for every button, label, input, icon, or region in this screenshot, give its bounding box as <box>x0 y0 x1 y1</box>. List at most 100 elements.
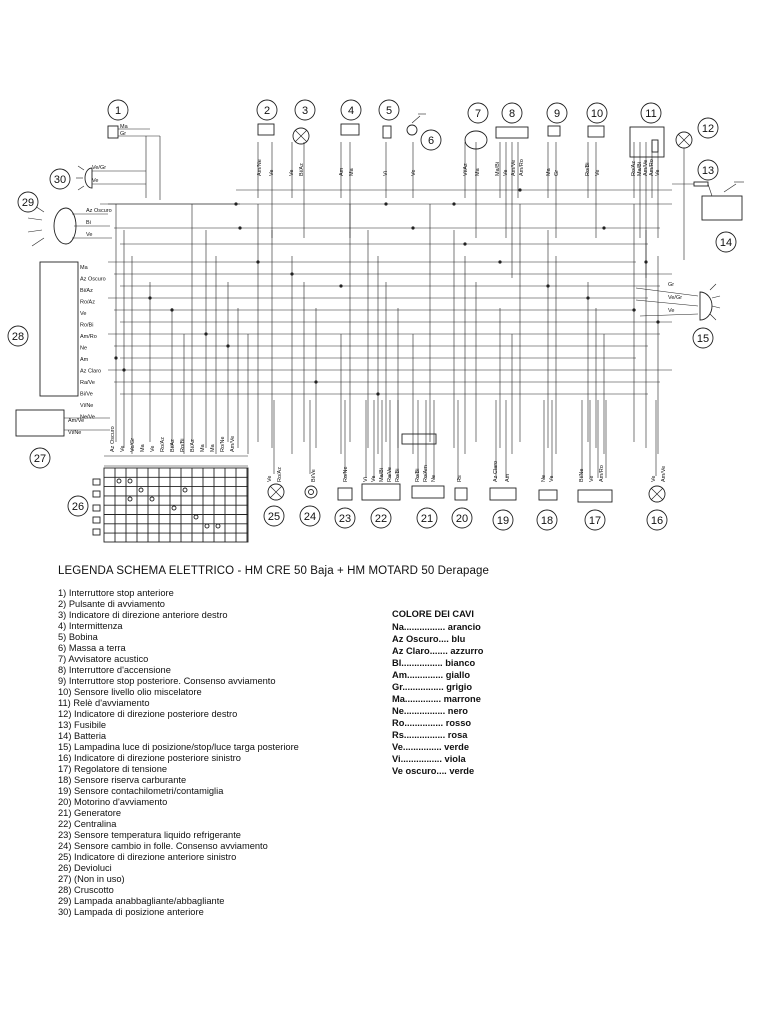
wire <box>709 283 717 291</box>
switch-symbol <box>92 504 101 512</box>
rear-right-indicator <box>675 131 693 149</box>
legend-title: LEGENDA SCHEMA ELETTRICO - HM CRE 50 Baj… <box>58 565 489 577</box>
wire <box>677 133 691 147</box>
legend-item: 22) Centralina <box>58 819 117 829</box>
number-circle <box>584 509 606 531</box>
speed-sensor <box>489 487 517 501</box>
wire-label: Ve/Gr <box>92 165 106 171</box>
junction-dot <box>546 284 550 288</box>
component-number: 10 <box>591 108 603 120</box>
wire-label: Ve <box>503 170 509 176</box>
wire <box>709 313 717 321</box>
legend-item: 23) Sensore temperatura liquido refriger… <box>58 830 241 840</box>
component-17-number: 17 <box>584 509 606 531</box>
legend-item: 15) Lampadina luce di posizione/stop/luc… <box>58 742 299 752</box>
wire-label: Bi/Az <box>170 439 176 452</box>
legend-item: 14) Batteria <box>58 731 107 741</box>
wire-label: Ro/Az <box>80 300 95 306</box>
wire-label: Bi/Az <box>190 439 196 452</box>
component-number: 29 <box>22 197 34 209</box>
component-30-number: 30 <box>49 168 71 190</box>
component-3-number: 3 <box>294 99 316 121</box>
headlamp <box>53 207 77 245</box>
grid-contact <box>215 523 221 529</box>
cable-color-row: Az Claro....... azzurro <box>392 646 484 656</box>
grid-contact <box>204 523 210 529</box>
component-number: 1 <box>115 105 121 117</box>
legend-item: 28) Cruscotto <box>58 885 114 895</box>
junction-dot <box>234 202 238 206</box>
wire-label: Ma <box>140 443 146 452</box>
wire <box>650 487 664 501</box>
ignition-coil <box>382 125 392 139</box>
wire <box>27 229 43 233</box>
component-20-number: 20 <box>451 507 473 529</box>
wire-label: Az Oscuro <box>110 426 116 452</box>
wire-label: Bi/Az <box>80 288 93 294</box>
wire <box>639 313 699 317</box>
legend-item: 25) Indicatore di direzione anteriore si… <box>58 852 237 862</box>
legend-item: 7) Avvisatore acustico <box>58 654 149 664</box>
relay-coil <box>651 139 659 153</box>
junction-dot <box>339 284 343 288</box>
component-18-number: 18 <box>536 509 558 531</box>
wire-label: Am <box>80 357 89 363</box>
cable-color-row: Ro............... rosso <box>392 718 472 728</box>
junction-dot <box>114 356 118 360</box>
component-number: 6 <box>428 135 434 147</box>
wire-label: Am/Ve <box>68 418 84 424</box>
number-circle <box>378 99 400 121</box>
wire-label: Ma <box>80 265 89 271</box>
grid-contact <box>149 496 155 502</box>
wire-label: Am/Ro <box>599 465 605 482</box>
wire-label: Am <box>339 167 345 176</box>
wire-label: Ro/Bi <box>80 323 93 329</box>
grid-contact <box>138 487 144 493</box>
component-21-number: 21 <box>416 507 438 529</box>
wire-label: Ro/Am <box>423 465 429 482</box>
wire-label: Ve <box>595 170 601 176</box>
cable-color-row: Ve............... verde <box>392 742 469 752</box>
component-number: 18 <box>541 515 553 527</box>
junction-dot <box>170 308 174 312</box>
wire-label: Ne <box>431 475 437 482</box>
switch-symbol <box>92 490 101 498</box>
component-number: 27 <box>34 453 46 465</box>
component-28-number: 28 <box>7 325 29 347</box>
component-number: 3 <box>302 105 308 117</box>
wire-label: Ma/Bi <box>495 162 501 176</box>
wire-label: Vi/Ne <box>80 403 93 409</box>
component-2-number: 2 <box>256 99 278 121</box>
wire-label: Gr <box>554 170 560 176</box>
generator <box>411 485 445 499</box>
wire <box>411 115 421 124</box>
grid-contact <box>171 505 177 511</box>
temp-sensor <box>337 487 353 501</box>
component-number: 13 <box>702 165 714 177</box>
component-10-number: 10 <box>586 102 608 124</box>
number-circle <box>67 495 89 517</box>
wire-label: Ro/Ne <box>220 436 226 452</box>
wire-label: Ve <box>655 170 661 176</box>
rear-left-indicator <box>648 485 666 503</box>
legend-item: 8) Interruttore d'accensione <box>58 665 171 675</box>
number-circle <box>17 191 39 213</box>
junction-dot <box>226 344 230 348</box>
legend-item: 4) Intermittenza <box>58 621 123 631</box>
cable-color-row: Gr................ grigio <box>392 682 473 692</box>
wire-label: Ve <box>289 170 295 176</box>
component-number: 12 <box>702 123 714 135</box>
number-circle <box>501 102 523 124</box>
wire-label: Ma <box>475 167 481 176</box>
wire-label: Ma/Bi <box>637 162 643 176</box>
component-number: 16 <box>651 515 663 527</box>
number-circle <box>29 447 51 469</box>
wire-label: Ve <box>589 476 595 482</box>
cable-color-row: Ma.............. marrone <box>392 694 481 704</box>
junction-dot <box>602 226 606 230</box>
number-circle <box>49 168 71 190</box>
component-number: 25 <box>268 511 280 523</box>
component-number: 15 <box>697 333 709 345</box>
